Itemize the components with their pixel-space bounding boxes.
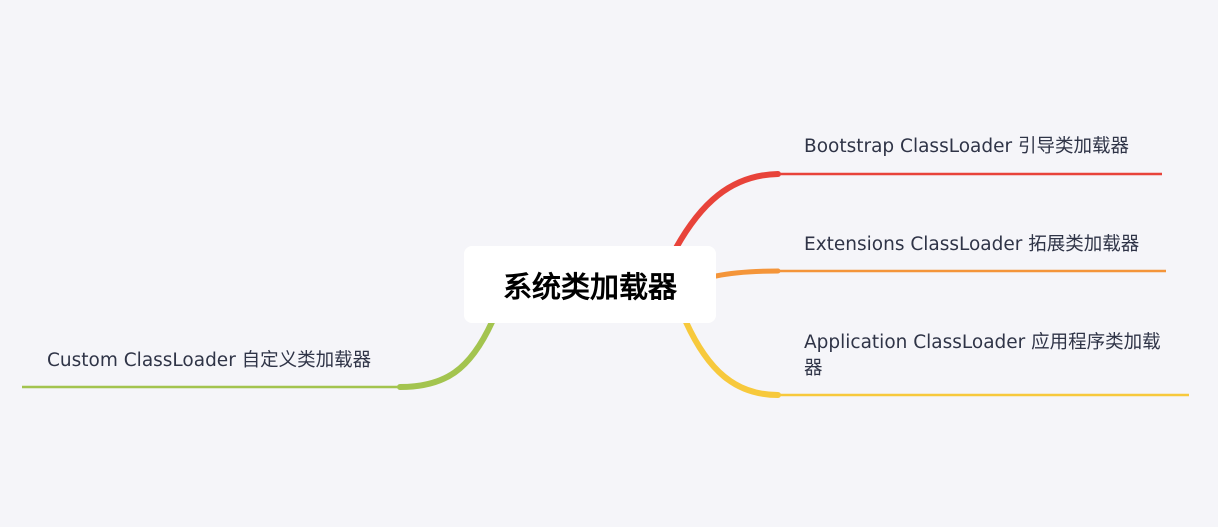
connector-application [683, 319, 781, 398]
connector-extensions [713, 268, 781, 279]
root-node[interactable]: 系统类加载器 [464, 246, 716, 323]
branch-node-bootstrap[interactable]: Bootstrap ClassLoader 引导类加载器 [804, 136, 1129, 157]
branch-node-application[interactable]: Application ClassLoader 应用程序类加载器 [804, 332, 1161, 379]
connector-bootstrap [673, 171, 781, 251]
branch-node-extensions[interactable]: Extensions ClassLoader 拓展类加载器 [804, 234, 1140, 255]
branch-node-custom[interactable]: Custom ClassLoader 自定义类加载器 [47, 350, 372, 371]
connector-custom [397, 319, 495, 390]
root-node-label: 系统类加载器 [502, 269, 677, 304]
